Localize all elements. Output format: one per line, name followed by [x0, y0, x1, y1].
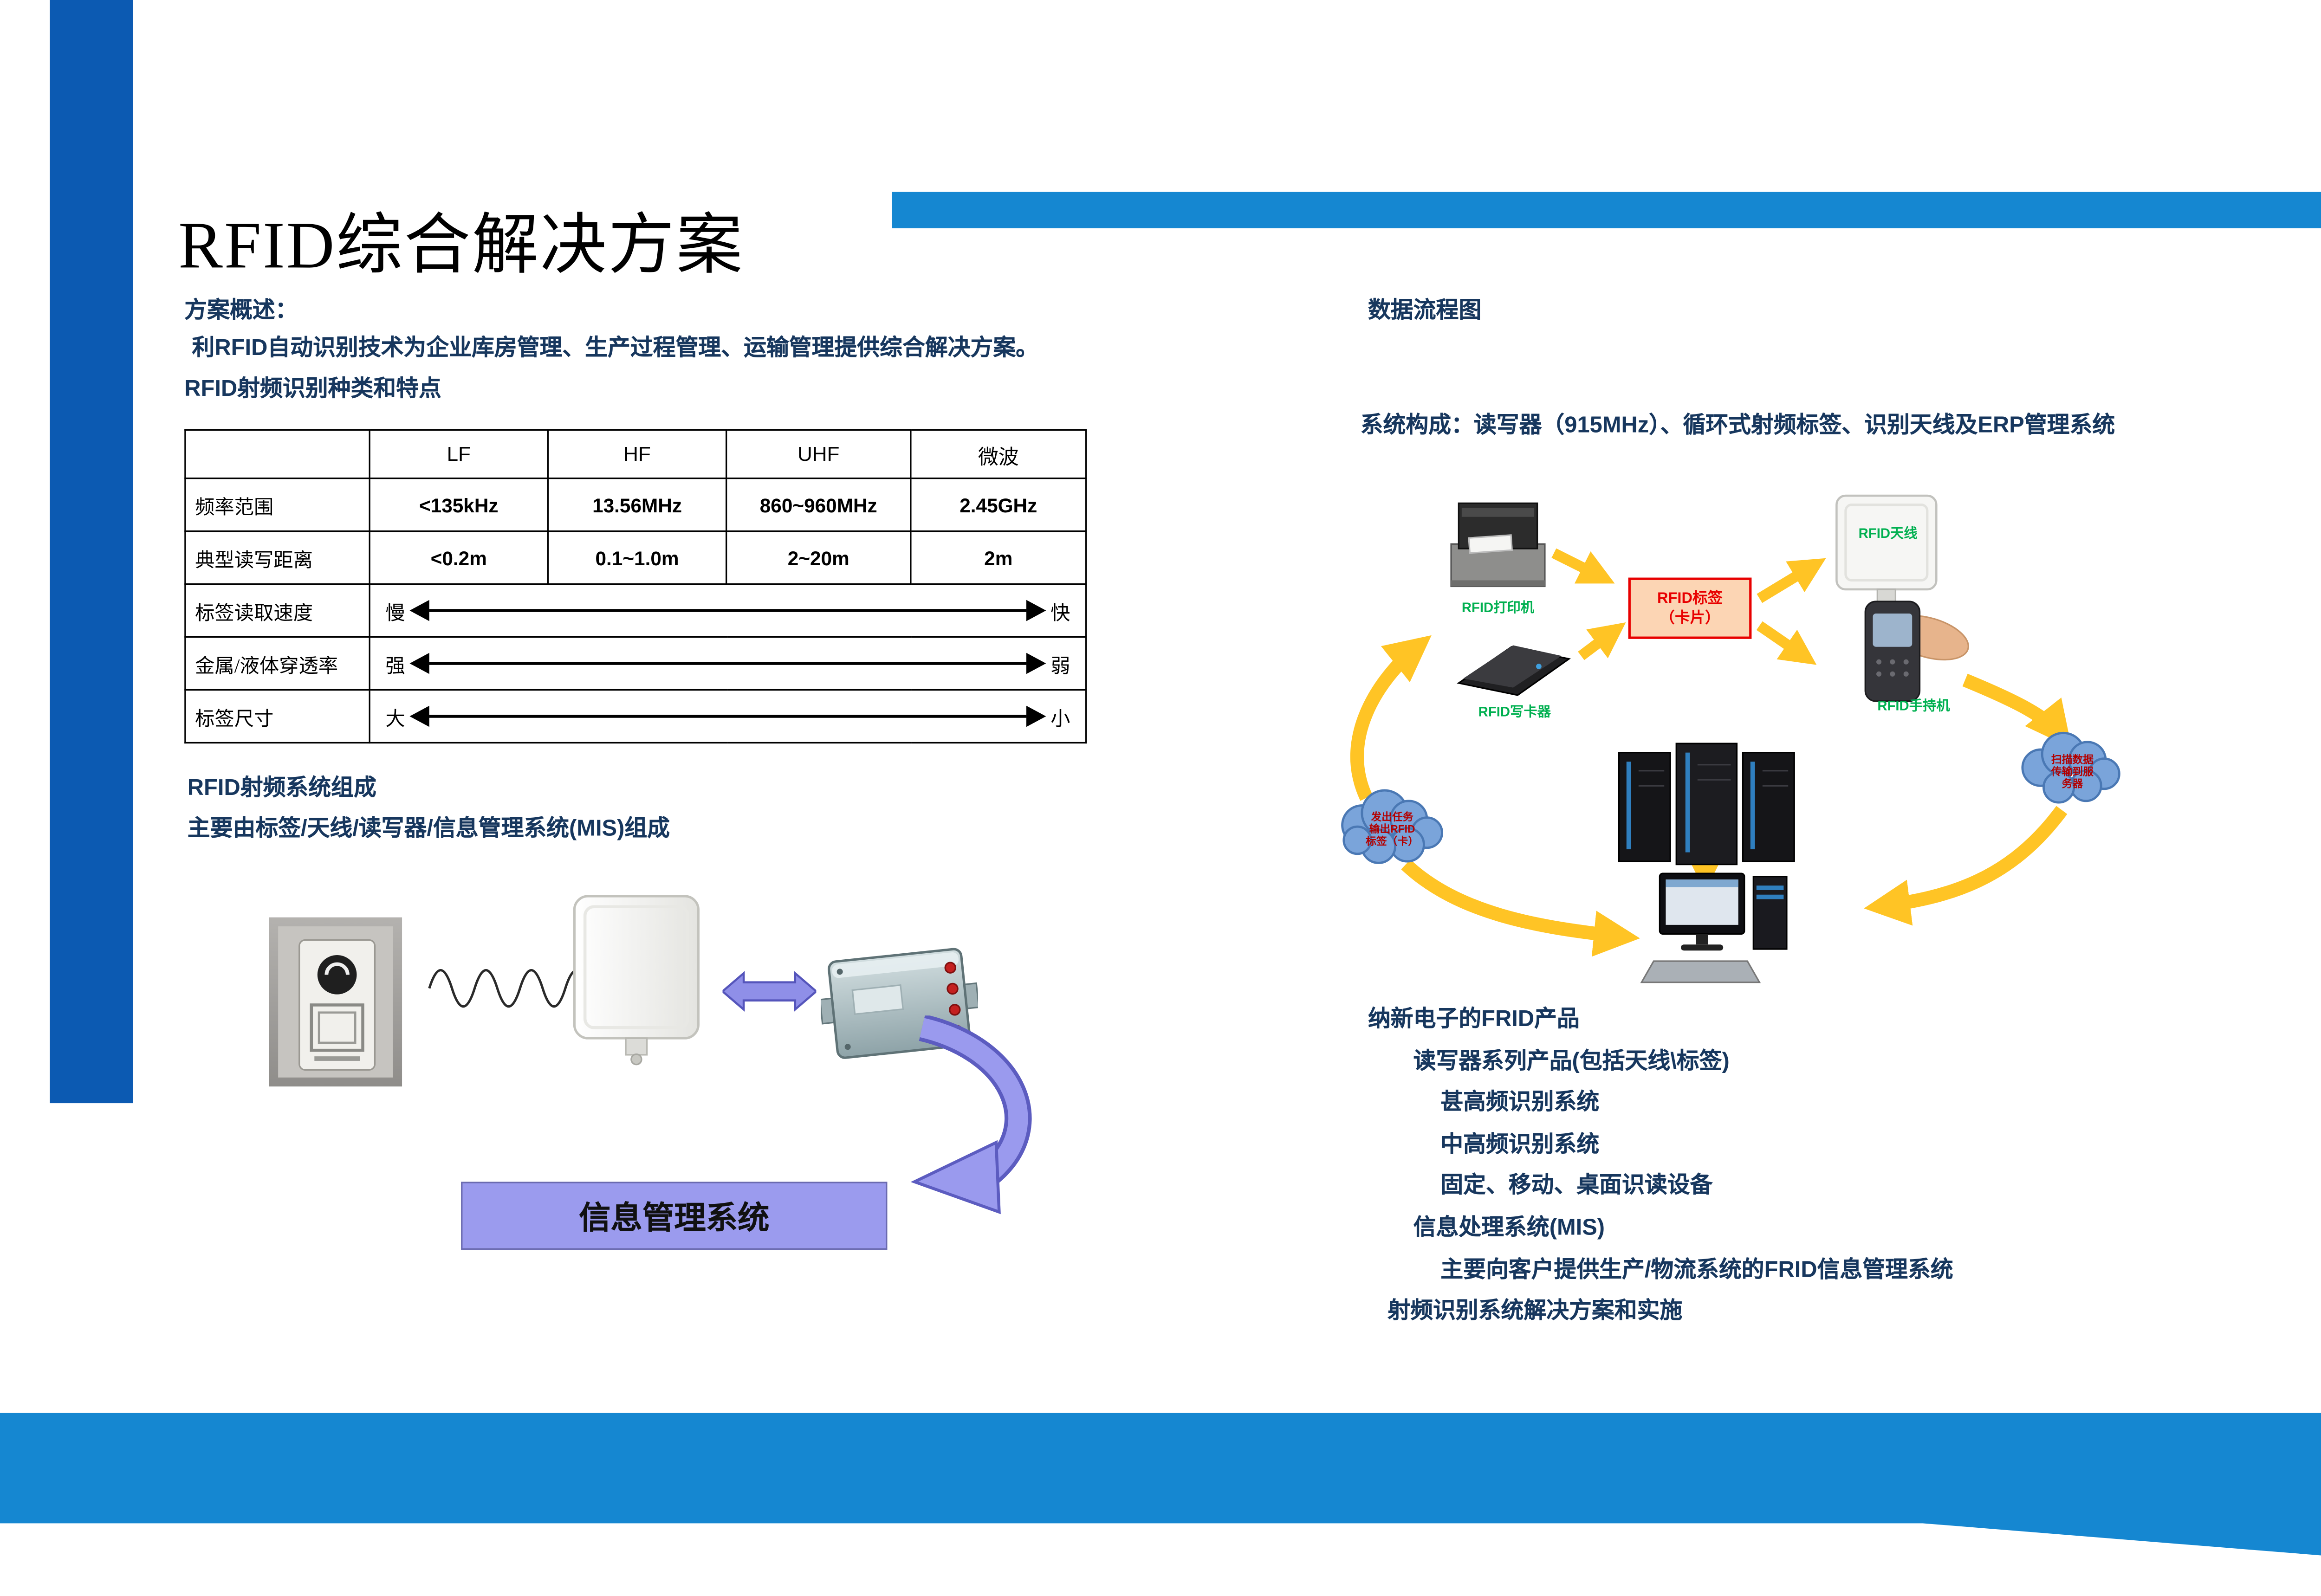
curved-arrow-to-mis: [910, 1015, 1032, 1215]
frequency-table: LF HF UHF 微波 频率范围 <135kHz 13.56MHz 860~9…: [184, 429, 1087, 744]
flow-antenna-icon: [1835, 494, 1938, 611]
handheld-label: RFID手持机: [1877, 698, 1950, 713]
arrow-left-label: 大: [385, 706, 405, 730]
link-double-arrow-icon: [722, 971, 817, 1012]
product-line: 甚高频识别系统: [1440, 1090, 1600, 1116]
arrow-right-label: 弱: [1050, 653, 1070, 677]
overview-text: 利RFID自动识别技术为企业库房管理、生产过程管理、运输管理提供综合解决方案。: [192, 335, 1039, 362]
cell-value: <135kHz: [369, 477, 549, 532]
flow-swooshes: [1350, 635, 2072, 957]
product-list: 纳新电子的FRID产品 读写器系列产品(包括天线\标签) 甚高频识别系统 中高频…: [1368, 999, 1953, 1332]
arrow-right-label: 小: [1050, 706, 1070, 730]
servers-icon: [1618, 743, 1795, 866]
arrow-left-label: 慢: [385, 601, 405, 624]
antenna-panel-icon: [573, 895, 700, 1066]
printer-icon: [1450, 502, 1546, 588]
table-row: 典型读写距离 <0.2m 0.1~1.0m 2~20m 2m: [184, 530, 1087, 585]
arrow-cell: 大 小: [369, 689, 1087, 744]
cell-value: 2~20m: [726, 530, 912, 585]
task-cloud-line3: 标签（卡）: [1366, 835, 1419, 847]
system-text: 主要由标签/天线/读写器/信息管理系统(MIS)组成: [187, 816, 670, 842]
double-arrow-icon: [409, 653, 1046, 674]
col-header: HF: [547, 429, 727, 479]
card-writer-icon: [1457, 645, 1571, 696]
task-cloud-line2: 输出RFID: [1369, 823, 1415, 835]
arrow-left-label: 强: [385, 653, 405, 677]
tag-box-line1: RFID标签: [1657, 589, 1723, 606]
product-line: 信息处理系统(MIS): [1413, 1215, 1605, 1241]
card-writer-label: RFID写卡器: [1478, 704, 1551, 719]
table-row: 金属/液体穿透率 强 弱: [184, 636, 1087, 691]
table-header-row: LF HF UHF 微波: [184, 429, 1087, 479]
col-header: 微波: [910, 429, 1087, 479]
scan-cloud: 扫描数据 传输到服 务器: [2021, 731, 2120, 804]
product-line: 固定、移动、桌面识读设备: [1440, 1173, 1713, 1199]
row-label: 标签尺寸: [184, 689, 370, 744]
table-row: 标签读取速度 慢 快: [184, 583, 1087, 638]
cell-value: <0.2m: [369, 530, 549, 585]
left-accent-bar: [50, 0, 133, 1104]
double-arrow-icon: [409, 705, 1046, 727]
task-cloud-line1: 发出任务: [1370, 811, 1413, 823]
handheld-icon: [1864, 601, 1969, 702]
table-row: 频率范围 <135kHz 13.56MHz 860~960MHz 2.45GHz: [184, 477, 1087, 532]
cell-value: 860~960MHz: [726, 477, 912, 532]
cell-value: 13.56MHz: [547, 477, 727, 532]
bottom-accent-band: [0, 1413, 2321, 1556]
cell-value: 2.45GHz: [910, 477, 1087, 532]
scan-cloud-line3: 务器: [2062, 778, 2083, 790]
col-header: [184, 429, 370, 479]
row-label: 标签读取速度: [184, 583, 370, 638]
row-label: 金属/液体穿透率: [184, 636, 370, 691]
arrow-cell: 强 弱: [369, 636, 1087, 691]
workstation-icon: [1640, 872, 1788, 983]
row-label: 频率范围: [184, 477, 370, 532]
cell-value: 0.1~1.0m: [547, 530, 727, 585]
flow-composition: 系统构成：读写器（915MHz）、循环式射频标签、识别天线及ERP管理系统: [1360, 412, 2115, 439]
arrow-cell: 慢 快: [369, 583, 1087, 638]
system-heading: RFID射频系统组成: [187, 775, 376, 801]
product-line: 纳新电子的FRID产品: [1368, 1006, 1580, 1033]
col-header: UHF: [726, 429, 912, 479]
task-cloud: 发出任务 输出RFID 标签（卡）: [1341, 789, 1443, 864]
tag-box-line2: （卡片）: [1660, 609, 1720, 626]
product-line: 读写器系列产品(包括天线\标签): [1413, 1048, 1730, 1074]
scan-cloud-line2: 传输到服: [2051, 765, 2094, 777]
product-line: 主要向客户提供生产/物流系统的FRID信息管理系统: [1440, 1256, 1953, 1283]
flow-heading: 数据流程图: [1368, 297, 1482, 323]
overview-subtitle: RFID射频识别种类和特点: [184, 376, 441, 402]
radio-wave-icon: [428, 969, 590, 1008]
double-arrow-icon: [409, 600, 1046, 621]
cell-value: 2m: [910, 530, 1087, 585]
rfid-tag-photo: [269, 917, 402, 1087]
product-line: 中高频识别系统: [1440, 1131, 1600, 1157]
data-flow-diagram: RFID打印机 RFID写卡器 RFID标签 （卡片） RFID天线: [1341, 494, 2120, 983]
printer-label: RFID打印机: [1462, 600, 1535, 615]
overview-label: 方案概述：: [184, 297, 298, 323]
rfid-tag-box: RFID标签 （卡片）: [1628, 577, 1752, 639]
top-accent-bar: [892, 192, 2321, 228]
scan-cloud-line1: 扫描数据: [2051, 753, 2094, 765]
product-line: 射频识别系统解决方案和实施: [1387, 1298, 1683, 1325]
col-header: LF: [369, 429, 549, 479]
mis-box: 信息管理系统: [461, 1182, 888, 1250]
arrow-right-label: 快: [1050, 601, 1070, 624]
page-title: RFID综合解决方案: [178, 208, 744, 283]
flow-antenna-label: RFID天线: [1859, 526, 1918, 541]
row-label: 典型读写距离: [184, 530, 370, 585]
table-row: 标签尺寸 大 小: [184, 689, 1087, 744]
